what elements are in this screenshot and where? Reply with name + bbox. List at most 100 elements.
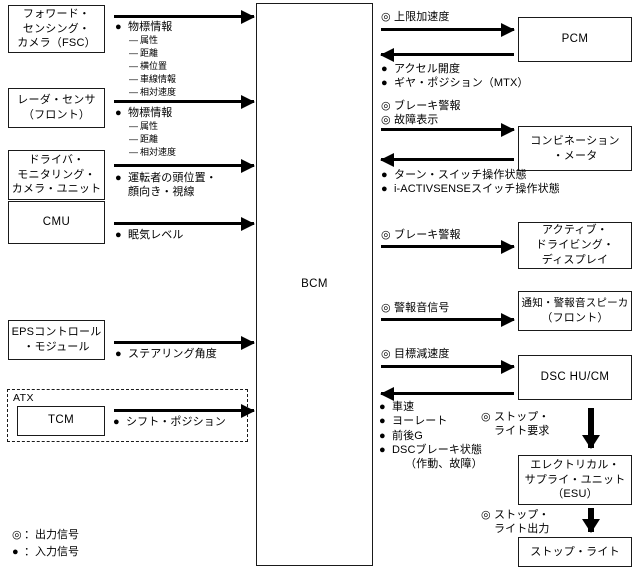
signal-stop-light-request-label: ストップ・ xyxy=(494,411,550,423)
block-radar-line2: （フロント） xyxy=(22,109,91,121)
block-add-line2: ドライビング・ xyxy=(535,239,615,252)
marker-input-icon: ● xyxy=(379,443,386,456)
signal-cmu-label: 眠気レベル xyxy=(128,229,184,241)
marker-input-icon: ● xyxy=(379,429,386,442)
block-pcm-label: PCM xyxy=(561,32,589,45)
signal-radar: ● 物標情報 —属性 —距離 —相対速度 xyxy=(115,107,177,158)
block-dmc-line3: カメラ・ユニット xyxy=(11,183,102,196)
marker-input-icon: ● xyxy=(381,183,388,196)
signal-pcm-in-label2: ギヤ・ポジション（MTX） xyxy=(394,77,529,90)
marker-output-icon: ◎ xyxy=(381,229,391,241)
marker-input-icon: ● xyxy=(115,229,122,241)
marker-output-icon: ◎ xyxy=(381,302,391,314)
block-tcm: TCM xyxy=(17,406,105,436)
signal-radar-sub3: 相対速度 xyxy=(140,147,177,158)
signal-fsc-sub2: 距離 xyxy=(140,48,159,59)
signal-fsc-sub4: 車線情報 xyxy=(140,74,177,85)
block-meter-line1: コンビネーション xyxy=(530,134,620,147)
block-esu: エレクトリカル・ サプライ・ユニット （ESU） xyxy=(518,455,632,505)
block-stop-light-label: ストップ・ライト xyxy=(530,545,620,558)
marker-input-icon: ● xyxy=(115,21,122,33)
marker-input-icon: ● xyxy=(115,107,122,119)
signal-dmc-label-cont: 顔向き・視線 xyxy=(128,186,195,199)
block-radar-line1: レーダ・センサ xyxy=(17,94,96,107)
legend-output-label: ：出力信号 xyxy=(24,529,79,541)
block-tcm-label: TCM xyxy=(47,414,75,427)
signal-add-out: ◎ ブレーキ警報 xyxy=(381,228,461,242)
signal-dsc-in-label4-cont: （作動、故障） xyxy=(405,458,483,471)
signal-stop-light-output: ◎ ストップ・ ライト出力 xyxy=(481,508,550,537)
marker-input-icon: ● xyxy=(381,77,388,90)
signal-fsc: ● 物標情報 —属性 —距離 —横位置 —車線情報 —相対速度 xyxy=(115,21,177,98)
signal-pcm-in: ● アクセル開度 ● ギヤ・ポジション（MTX） xyxy=(381,62,529,91)
block-driver-monitoring-camera: ドライバ・ モニタリング・ カメラ・ユニット xyxy=(8,150,105,200)
block-dmc-line1: ドライバ・ xyxy=(28,153,85,166)
block-bcm-label: BCM xyxy=(301,277,328,290)
signal-meter-in: ● ターン・スイッチ操作状態 ● i-ACTIVSENSEスイッチ操作状態 xyxy=(381,168,560,197)
block-speaker-line2: （フロント） xyxy=(541,311,609,324)
legend-input-label: ：入力信号 xyxy=(24,545,79,558)
marker-input-icon: ● xyxy=(379,401,386,413)
block-cmu-label: CMU xyxy=(42,215,71,228)
signal-eps: ● ステアリング角度 xyxy=(115,347,217,361)
signal-meter-out: ◎ ブレーキ警報 ◎ 故障表示 xyxy=(381,99,461,128)
marker-output-icon: ◎ xyxy=(381,114,391,127)
signal-meter-out-label2: 故障表示 xyxy=(394,114,439,127)
signal-tcm: ● シフト・ポジション xyxy=(113,415,226,429)
signal-dsc-in-label3: 前後G xyxy=(392,429,423,442)
block-esu-line3: （ESU） xyxy=(552,488,598,501)
signal-dsc-in-label4: DSCブレーキ状態 xyxy=(392,443,483,456)
signal-dsc-in: ● 車速 ● ヨーレート ● 前後G ● DSCブレーキ状態 （作動、故障） xyxy=(379,400,483,471)
signal-dsc-out: ◎ 目標減速度 xyxy=(381,347,450,361)
signal-stop-light-output-cont: ライト出力 xyxy=(494,523,550,536)
marker-input-icon: ● xyxy=(115,172,122,184)
block-fsc: フォワード・ センシング・ カメラ（FSC） xyxy=(8,5,105,53)
block-dsc-hu-cm: DSC HU/CM xyxy=(518,355,632,400)
block-eps-line2: ・モジュール xyxy=(23,341,90,353)
block-pcm: PCM xyxy=(518,17,632,62)
block-bcm: BCM xyxy=(256,3,373,566)
signal-pcm-in-label1: アクセル開度 xyxy=(394,63,461,75)
signal-dsc-in-label2: ヨーレート xyxy=(392,415,448,428)
marker-output-icon: ◎ xyxy=(381,100,391,112)
marker-input-icon: ● xyxy=(115,348,122,360)
signal-stop-light-output-label: ストップ・ xyxy=(494,509,550,521)
signal-dsc-in-label1: 車速 xyxy=(392,401,415,413)
signal-cmu: ● 眠気レベル xyxy=(115,228,184,242)
signal-pcm-out: ◎ 上限加速度 xyxy=(381,10,450,24)
signal-meter-in-label1: ターン・スイッチ操作状態 xyxy=(394,169,527,181)
marker-output-icon: ◎ xyxy=(481,411,491,423)
legend: ◎ ：出力信号 ● ：入力信号 xyxy=(12,527,79,560)
marker-input-icon: ● xyxy=(379,415,386,428)
signal-tcm-label: シフト・ポジション xyxy=(126,416,226,428)
block-eps-control-module: EPSコントロール ・モジュール xyxy=(8,320,105,360)
block-add-line3: ディスプレイ xyxy=(541,253,609,266)
signal-meter-out-label1: ブレーキ警報 xyxy=(394,100,461,112)
block-speaker-line1: 通知・警報音スピーカ xyxy=(521,297,629,310)
signal-fsc-sub1: 属性 xyxy=(140,35,159,46)
marker-input-icon: ● xyxy=(381,169,388,181)
block-active-driving-display: アクティブ・ ドライビング・ ディスプレイ xyxy=(518,222,632,269)
marker-output-icon: ◎ xyxy=(481,509,491,521)
group-atx-label: ATX xyxy=(13,392,34,404)
block-speaker: 通知・警報音スピーカ （フロント） xyxy=(518,291,632,331)
block-add-line1: アクティブ・ xyxy=(542,224,608,237)
block-esu-line1: エレクトリカル・ xyxy=(530,458,620,471)
block-esu-line2: サプライ・ユニット xyxy=(524,473,626,486)
legend-input-icon: ● xyxy=(12,545,19,558)
signal-meter-in-label2: i-ACTIVSENSEスイッチ操作状態 xyxy=(394,183,560,196)
signal-speaker-out: ◎ 警報音信号 xyxy=(381,301,450,315)
marker-output-icon: ◎ xyxy=(381,11,391,23)
block-dsc-label: DSC HU/CM xyxy=(540,370,610,383)
block-combination-meter: コンビネーション ・メータ xyxy=(518,126,632,171)
signal-dmc-label: 運転者の頭位置・ xyxy=(128,172,217,184)
signal-dsc-out-label: 目標減速度 xyxy=(394,348,450,360)
marker-output-icon: ◎ xyxy=(381,348,391,360)
block-radar-sensor: レーダ・センサ （フロント） xyxy=(8,88,105,128)
signal-fsc-sub5: 相対速度 xyxy=(140,87,177,98)
signal-speaker-out-label: 警報音信号 xyxy=(394,302,450,314)
legend-output-icon: ◎ xyxy=(12,529,22,541)
signal-radar-sub2: 距離 xyxy=(140,134,159,145)
signal-add-out-label: ブレーキ警報 xyxy=(394,229,461,241)
